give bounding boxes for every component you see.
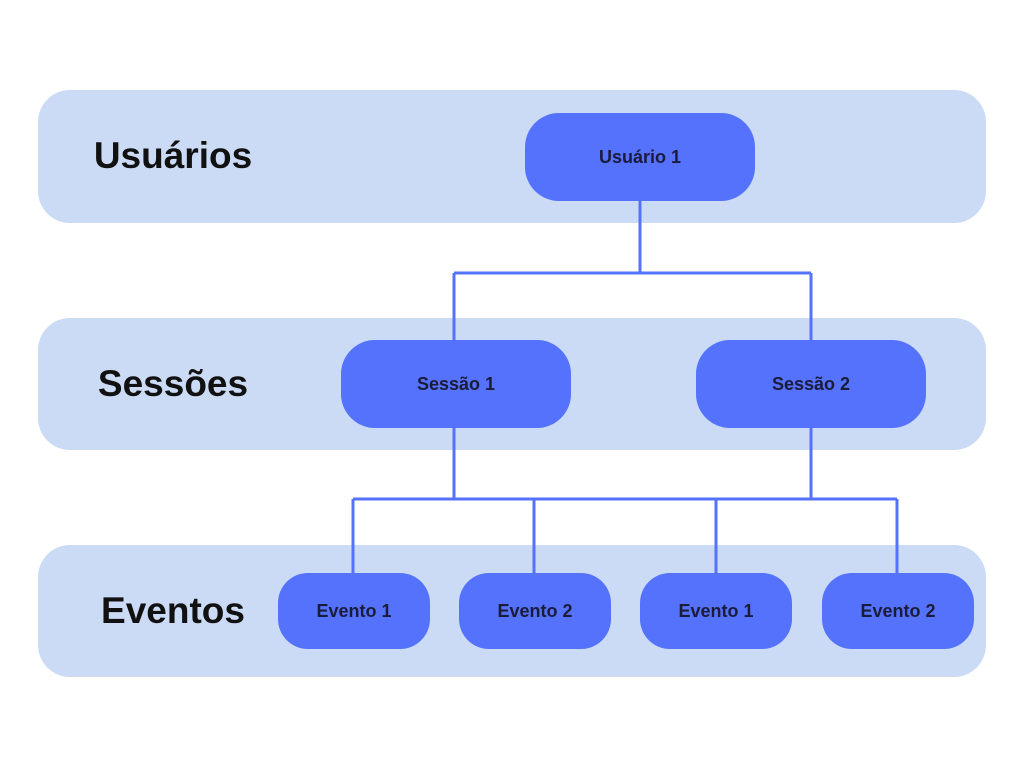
node-event-2b: Evento 2 [822,573,974,649]
node-session-1: Sessão 1 [341,340,571,428]
node-user-1: Usuário 1 [525,113,755,201]
users-level-band [38,90,986,223]
sessions-level-title: Sessões [97,363,249,404]
node-event-1b: Evento 1 [640,573,792,649]
users-level-title: Usuários [93,135,253,176]
node-event-2a: Evento 2 [459,573,611,649]
node-event-1a: Evento 1 [278,573,430,649]
node-session-2: Sessão 2 [696,340,926,428]
events-level-title: Eventos [101,590,245,631]
